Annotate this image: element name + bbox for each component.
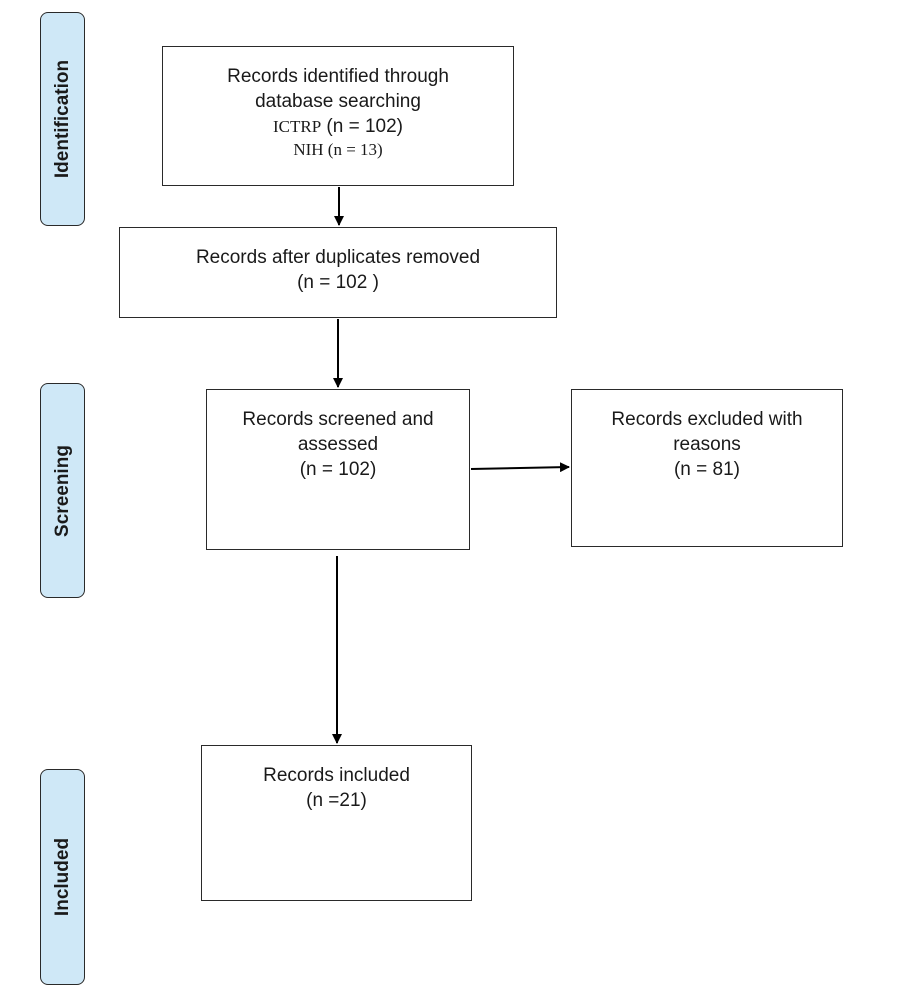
records-screened-count: (n = 102) (299, 459, 377, 480)
duplicates-removed-line1: Records after duplicates removed (195, 247, 481, 268)
records-screened-line2: assessed (297, 434, 379, 455)
stage-identification: Identification (40, 12, 85, 226)
duplicates-removed-count: (n = 102 ) (297, 272, 379, 293)
stage-included: Included (40, 769, 85, 985)
records-excluded-line2: reasons (673, 434, 741, 455)
records-identified-line2: database searching (255, 91, 421, 112)
arrow-screened-to-excluded (470, 462, 570, 473)
stage-screening: Screening (40, 383, 85, 598)
nih-source-count: NIH (n = 13) (293, 140, 383, 159)
records-included-count: (n =21) (306, 790, 367, 811)
duplicates-removed-box: Records after duplicates removed (n = 10… (119, 227, 557, 318)
records-identified-box: Records identified through database sear… (162, 46, 514, 186)
records-screened-line1: Records screened and (242, 409, 434, 430)
records-screened-box: Records screened and assessed (n = 102) (206, 389, 470, 550)
ictrp-count: (n = 102) (321, 116, 404, 137)
records-identified-line1: Records identified through (227, 66, 449, 87)
records-excluded-line1: Records excluded with (611, 409, 803, 430)
records-included-line1: Records included (263, 765, 410, 786)
records-identified-line3: ICTRP (n = 102) (163, 114, 513, 139)
records-excluded-box: Records excluded with reasons (n = 81) (571, 389, 843, 547)
ictrp-source: ICTRP (272, 117, 322, 136)
records-excluded-count: (n = 81) (673, 459, 740, 480)
records-included-box: Records included (n =21) (201, 745, 472, 901)
